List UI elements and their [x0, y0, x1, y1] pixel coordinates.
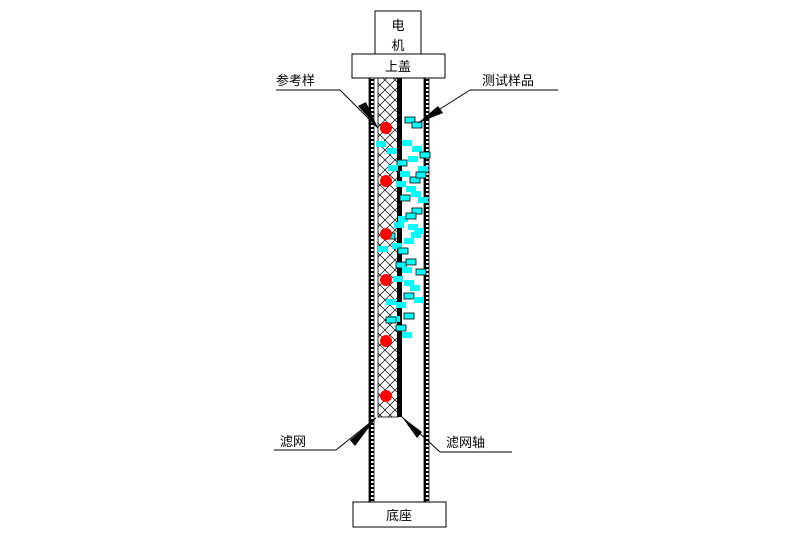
reference-sample-dot	[380, 122, 392, 134]
test-sample-particle	[412, 146, 422, 152]
test-sample-particle	[394, 222, 404, 228]
filter-shaft-label: 滤网轴	[446, 436, 485, 451]
tube-wall-left	[368, 77, 375, 503]
callout-filter-screen: 滤网	[274, 417, 377, 451]
test-sample-particle	[415, 268, 427, 276]
test-sample-particle	[395, 324, 407, 332]
test-sample-particle	[386, 299, 396, 305]
test-sample-particle	[415, 171, 427, 179]
test-sample-particle	[393, 276, 403, 282]
reference-sample-label: 参考样	[276, 73, 315, 89]
test-sample-particle	[378, 246, 388, 252]
test-sample-particle	[408, 224, 418, 230]
base-label: 底座	[386, 508, 412, 524]
test-sample-particle	[404, 238, 414, 244]
test-sample-particle	[387, 148, 397, 154]
base: 底座	[352, 501, 447, 528]
test-sample-particle	[406, 186, 416, 192]
test-sample-particle	[399, 194, 411, 202]
reference-samples	[380, 122, 392, 402]
callout-reference-sample: 参考样	[276, 73, 379, 129]
test-sample-particle	[409, 176, 421, 184]
test-sample-particle	[414, 228, 424, 234]
reference-sample-dot	[380, 274, 392, 286]
top-cover: 上盖	[351, 53, 446, 79]
callout-filter-shaft: 滤网轴	[401, 416, 512, 453]
reference-sample-dot	[380, 335, 392, 347]
test-sample-particle	[403, 292, 415, 300]
test-sample-particle	[410, 285, 420, 291]
test-samples	[376, 116, 431, 338]
reference-sample-dot	[380, 175, 392, 187]
test-sample-particle	[376, 141, 386, 147]
test-sample-particle	[411, 121, 423, 129]
test-sample-particle	[414, 297, 424, 303]
test-sample-particle	[392, 243, 402, 249]
test-sample-particle	[405, 258, 417, 266]
reference-sample-dot	[380, 390, 392, 402]
test-sample-particle	[405, 212, 417, 220]
test-sample-particle	[385, 316, 397, 324]
test-sample-particle	[398, 216, 408, 222]
test-sample-particle	[418, 197, 428, 203]
filter-screen-label: 滤网	[280, 435, 306, 450]
test-sample-particle	[402, 267, 412, 273]
test-sample-particle	[396, 181, 406, 187]
motor-label-1: 电	[391, 19, 404, 34]
test-sample-particle	[419, 151, 431, 159]
test-sample-particle	[404, 280, 414, 286]
callout-test-sample: 测试样品	[417, 74, 558, 124]
test-sample-particle	[396, 302, 406, 308]
test-sample-label: 测试样品	[482, 74, 534, 89]
motor-box: 电 机	[374, 10, 422, 56]
test-sample-particle	[397, 247, 409, 255]
motor-label-2: 机	[391, 39, 404, 54]
test-sample-particle	[402, 140, 412, 146]
test-sample-particle	[418, 166, 428, 172]
test-sample-particle	[411, 232, 421, 238]
test-sample-particle	[403, 312, 415, 320]
test-sample-particle	[395, 261, 407, 269]
top-cover-label: 上盖	[385, 60, 411, 75]
test-sample-particle	[411, 191, 421, 197]
test-sample-particle	[402, 332, 412, 338]
test-sample-particle	[411, 207, 423, 215]
test-sample-particle	[404, 116, 416, 124]
test-sample-particle	[388, 165, 398, 171]
test-sample-particle	[400, 171, 410, 177]
reference-sample-dot	[380, 228, 392, 240]
test-sample-particle	[396, 159, 408, 167]
test-sample-particle	[408, 156, 418, 162]
